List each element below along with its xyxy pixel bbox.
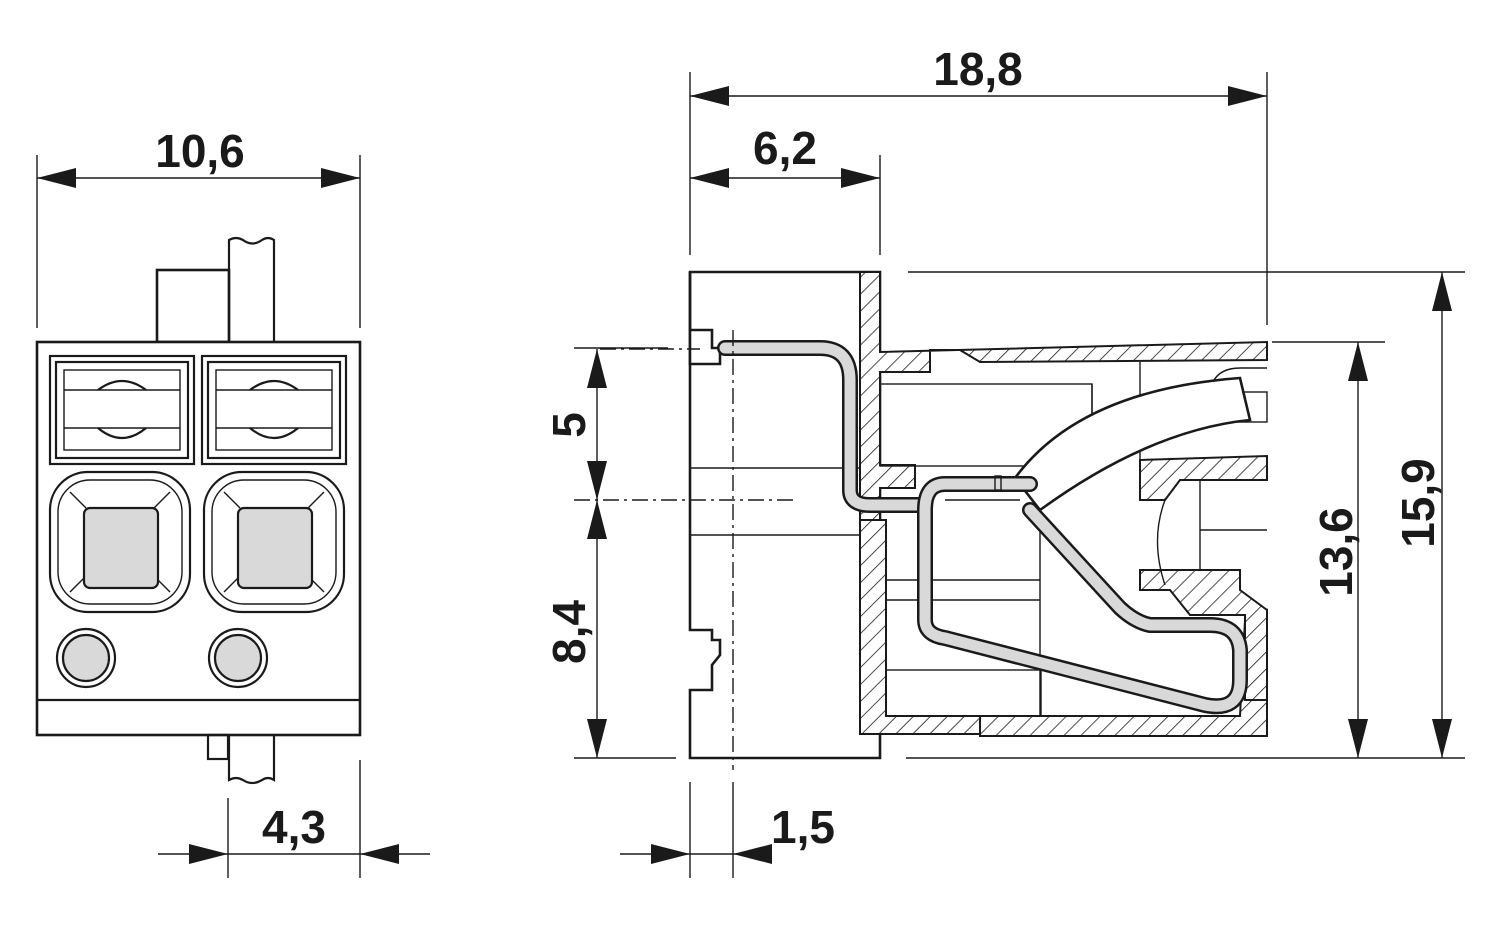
actuator-slot-1	[48, 354, 196, 466]
dim-side-pin-offset: 1,5	[771, 801, 835, 853]
actuator-slot-2	[200, 354, 348, 466]
dim-side-body-height: 13,6	[1310, 507, 1362, 597]
dim-side-lower-height: 8,4	[543, 600, 595, 664]
dim-side-length: 18,8	[933, 43, 1023, 95]
dim-front-pitch: 4,3	[262, 801, 326, 853]
dim-front-width: 10,6	[155, 125, 245, 177]
dim-side-upper-height: 5	[543, 412, 595, 438]
wire-entry-1	[48, 470, 192, 614]
dim-side-total-height: 15,9	[1392, 458, 1444, 548]
dim-side-front: 6,2	[753, 122, 817, 174]
wire-entry-2	[202, 470, 346, 614]
side-view: 18,8 6,2 5 8,4 13,6 15,9 1,5	[543, 43, 1465, 878]
front-view: 10,6 4,3	[35, 125, 430, 878]
